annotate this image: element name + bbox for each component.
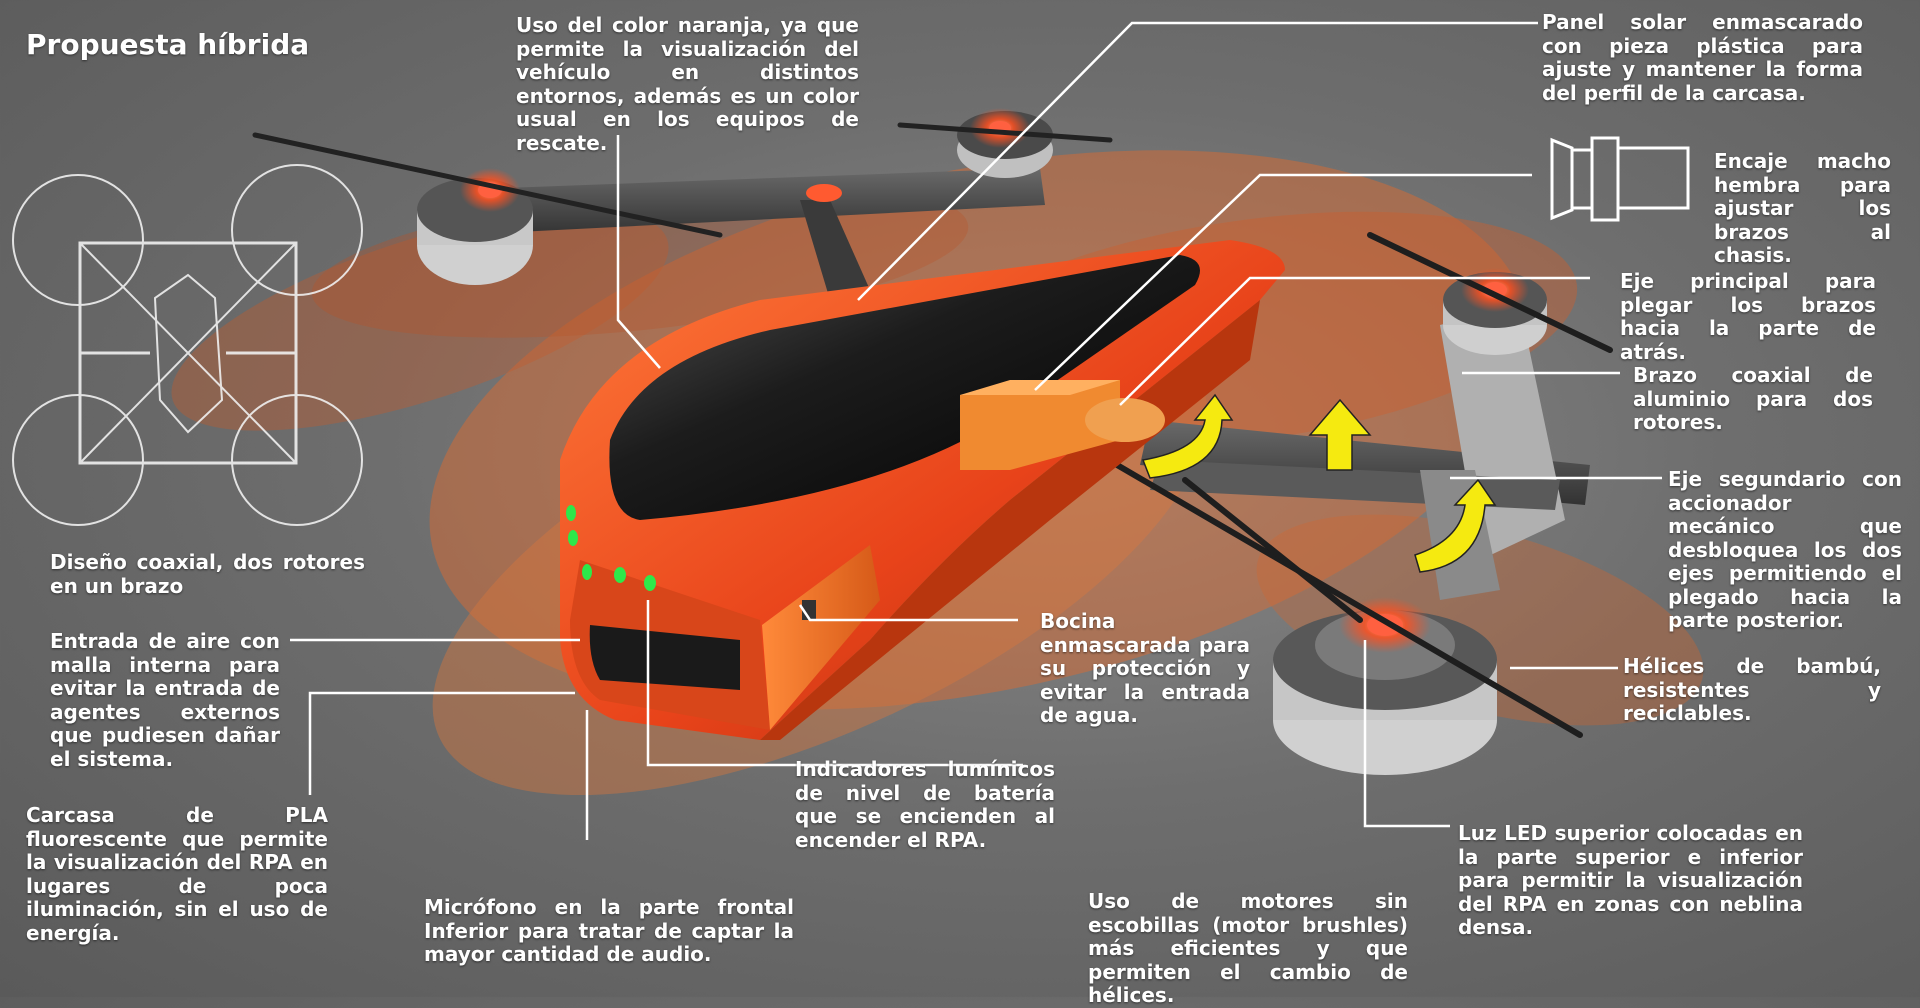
right-propellers [1097,232,1613,738]
annotation-pla-shell: Carcasa de PLA fluorescente que permite … [26,803,328,945]
annotation-brushless-motors: Uso de motores sin escobillas (motor bru… [1088,889,1408,1007]
rear-propellers [252,122,1113,238]
leader-lines [290,21,1662,840]
rear-left-motor [417,168,533,285]
annotation-coaxial-arm: Brazo coaxial de aluminio para dos rotor… [1633,363,1873,434]
annotation-main-axis: Eje principal para plegar los brazos hac… [1620,269,1876,364]
annotation-solar-panel: Panel solar enmascarado con pieza plásti… [1542,10,1863,105]
page-title: Propuesta híbrida [26,28,310,61]
male-female-connector-icon [1550,136,1690,222]
drone-body [560,240,1285,740]
annotation-coaxial-design: Diseño coaxial, dos rotores en un brazo [50,550,365,598]
annotation-led-lights: Luz LED superior colocadas en la parte s… [1458,821,1803,939]
annotation-male-female-joint: Encaje macho hembra para ajustar los bra… [1714,149,1891,267]
annotation-orange-color: Uso del color naranja, ya que permite la… [516,13,859,155]
folding-arrows [1141,393,1497,573]
annotation-microphone: Micrófono en la parte frontal Inferior p… [424,895,794,966]
air-intake-grille [589,625,740,690]
battery-indicator-leds [566,505,656,591]
annotation-speaker: Bocina enmascarada para su protección y … [1040,609,1250,727]
rear-left-arm [450,168,1045,300]
annotation-air-intake: Entrada de aire con malla interna para e… [50,629,280,771]
front-right-motor [1273,597,1497,775]
coaxial-schematic-sketch [12,164,363,526]
annotation-battery-indicators: Indicadores lumínicos de nivel de baterí… [795,757,1055,852]
annotation-secondary-axis: Eje segundario con accionador mecánico q… [1668,467,1902,632]
annotation-bamboo-propellers: Hélices de bambú, resistentes y reciclab… [1623,654,1881,725]
